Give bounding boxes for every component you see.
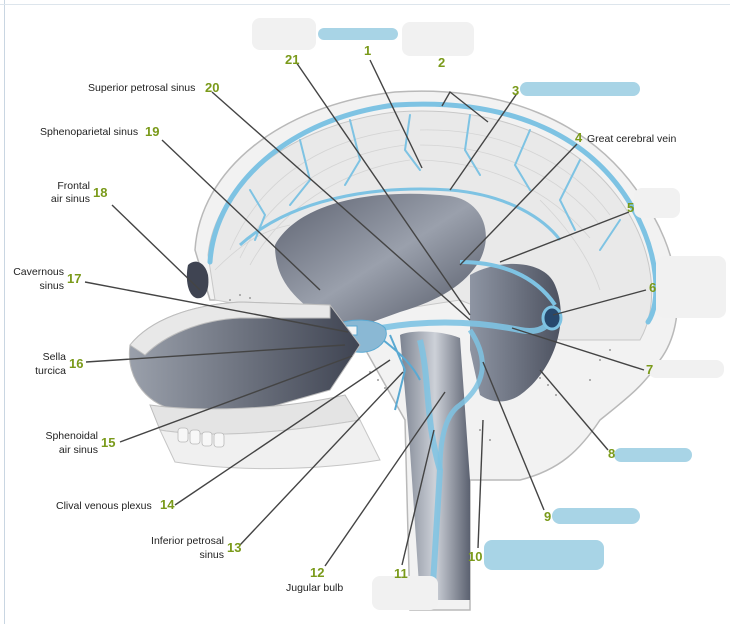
label-number-2: 2: [438, 55, 446, 70]
left-grid-edge: [0, 0, 5, 624]
label-great-cerebral-vein: Great cerebral vein: [587, 133, 677, 145]
label-number-11: 11: [394, 566, 408, 581]
label-sella-line1: Sella: [42, 351, 66, 363]
answer-mask: [372, 576, 438, 610]
answer-mask: [520, 82, 640, 96]
inferior-sagittal-sinus: [238, 187, 562, 247]
label-cavernous-line2: sinus: [39, 280, 64, 292]
label-frontal-line2: air sinus: [50, 193, 90, 205]
label-number-4: 4: [575, 130, 583, 145]
label-number-1: 1: [364, 43, 372, 58]
answer-mask: [656, 256, 726, 318]
label-number-15: 15: [101, 435, 116, 450]
falx-fibres: [214, 129, 611, 291]
label-number-8: 8: [608, 446, 616, 461]
label-number-13: 13: [227, 540, 242, 555]
label-sphenoparietal-sinus: Sphenoparietal sinus: [40, 126, 139, 138]
label-cavernous-line1: Cavernous: [13, 266, 64, 278]
label-number-12: 12: [310, 565, 325, 580]
label-number-7: 7: [646, 362, 654, 377]
label-number-9: 9: [544, 509, 552, 524]
answer-mask: [318, 28, 398, 40]
label-clival-venous-plexus: Clival venous plexus: [56, 500, 152, 512]
label-number-21: 21: [285, 52, 300, 67]
label-number-10: 10: [468, 549, 483, 564]
answer-mask: [484, 540, 604, 570]
confluence-of-sinuses: [541, 305, 563, 331]
answer-mask: [648, 360, 724, 378]
nasal-bone: [129, 301, 331, 356]
teeth: [177, 427, 225, 448]
cerebral-cavity: [275, 193, 486, 330]
label-number-18: 18: [93, 185, 108, 200]
label-number-19: 19: [145, 124, 160, 139]
answer-mask: [634, 188, 680, 218]
bone-speckles: [229, 294, 611, 441]
label-number-5: 5: [627, 200, 635, 215]
brainstem-column: [400, 331, 470, 600]
label-frontal-line1: Frontal: [57, 180, 90, 192]
label-sphenoidal-line2: air sinus: [58, 444, 98, 456]
label-sphenoidal-line1: Sphenoidal: [45, 430, 98, 442]
label-number-17: 17: [67, 271, 82, 286]
label-inferior-petrosal-line2: sinus: [199, 549, 224, 561]
answer-mask: [402, 22, 474, 56]
label-number-20: 20: [205, 80, 220, 95]
leader-lines: [84, 59, 647, 567]
label-number-16: 16: [69, 356, 84, 371]
superior-sagittal-sinus: [207, 101, 659, 325]
answer-mask: [252, 18, 316, 50]
top-grid-edge: [0, 0, 730, 5]
label-jugular-bulb: Jugular bulb: [286, 582, 344, 594]
sigmoid-sinus: [437, 328, 485, 471]
label-inferior-petrosal-line1: Inferior petrosal: [151, 535, 224, 547]
label-number-14: 14: [160, 497, 175, 512]
label-superior-petrosal-sinus: Superior petrosal sinus: [88, 82, 196, 94]
cortical-veins: [249, 114, 621, 251]
answer-mask: [614, 448, 692, 462]
frontal-sinus-cavity: [186, 261, 209, 299]
label-number-6: 6: [649, 280, 657, 295]
label-sella-line2: turcica: [35, 365, 66, 377]
straight-sinus: [459, 260, 557, 307]
label-number-3: 3: [512, 83, 520, 98]
posterior-fossa: [470, 263, 561, 402]
answer-mask: [552, 508, 640, 524]
